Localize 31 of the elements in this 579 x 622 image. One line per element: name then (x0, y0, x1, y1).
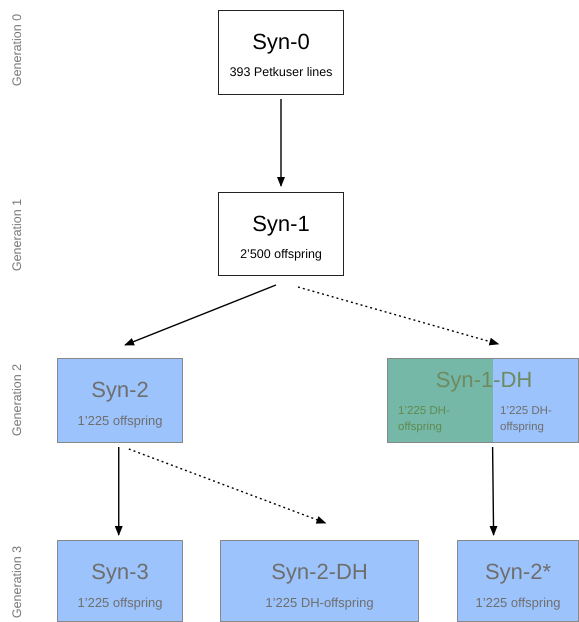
node-subtitle: 1’225 DH-offspring (500, 404, 553, 435)
node-title: Syn-2* (484, 559, 552, 585)
node-subtitle: 1’225 DH-offspring (264, 595, 375, 610)
arrow (277, 99, 285, 187)
process-box (220, 540, 419, 622)
node-subtitle: 1’225 offspring (76, 413, 164, 428)
process-box (218, 10, 344, 95)
node-title: Syn-3 (90, 559, 150, 585)
process-box (57, 540, 183, 622)
generation-label: Generation 2 (10, 364, 24, 436)
arrow (114, 447, 123, 536)
generation-label: Generation 1 (10, 198, 24, 272)
generation-label: Generation 3 (10, 546, 24, 618)
node-title: Syn-0 (251, 29, 311, 55)
arrow (490, 447, 498, 536)
node-subtitle: 1’225 offspring (474, 595, 562, 610)
process-box (457, 540, 579, 622)
node-subtitle: 2’500 offspring (239, 247, 323, 261)
node-title: Syn-1 (251, 211, 311, 237)
node-subtitle: 1’225 DH-offspring (398, 404, 451, 435)
process-box (57, 358, 183, 443)
generation-label: Generation 0 (10, 14, 24, 86)
arrow (124, 284, 276, 346)
process-box (387, 358, 579, 443)
process-box (218, 192, 344, 276)
arrow (298, 286, 500, 346)
node-subtitle: 393 Petkuser lines (228, 65, 334, 79)
arrow (128, 448, 326, 524)
node-title: Syn-2-DH (270, 559, 369, 585)
node-title: Syn-2 (90, 377, 150, 403)
node-subtitle: 1’225 offspring (76, 595, 164, 610)
